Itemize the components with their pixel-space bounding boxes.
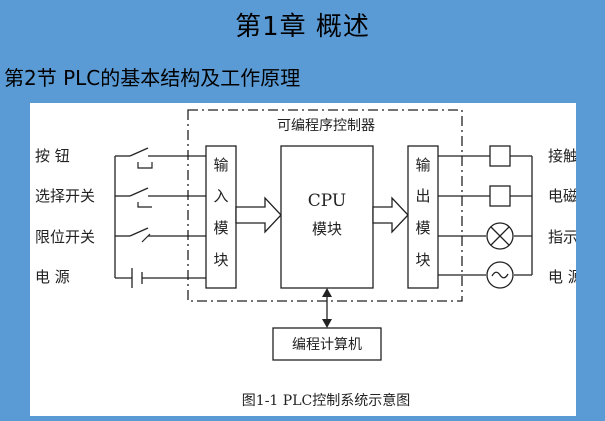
output-label-lamp: 指示灯 (548, 228, 576, 246)
plc-boundary (187, 109, 463, 302)
switch-markers (137, 162, 153, 243)
plc-label-bg (266, 115, 386, 135)
section-title: 第2节 PLC的基本结构及工作原理 (4, 66, 301, 90)
input-module-char-2: 入 (213, 187, 228, 205)
figure-caption: 图1-1 PLC控制系统示意图 (242, 392, 410, 409)
output-module-char-3: 模 (415, 219, 430, 237)
arrow-input-to-cpu (235, 196, 282, 234)
cpu-module-label: 模块 (312, 220, 342, 238)
programmer-box (272, 327, 382, 361)
output-label-contactor: 接触器 (548, 147, 576, 165)
output-label-solenoid: 电磁阀 (548, 187, 576, 205)
input-label-power: 电 源 (35, 268, 70, 286)
input-module-char-1: 输 (213, 156, 228, 174)
input-label-limit: 限位开关 (35, 228, 95, 246)
plc-control-diagram: 可编程序控制器 按 钮 选择开关 限位开关 电 源 (35, 109, 576, 409)
indicator-lamp-icon (486, 222, 514, 250)
output-module-box (407, 145, 439, 289)
solenoid-coil-icon (489, 185, 511, 207)
input-module-char-3: 模 (213, 219, 228, 237)
cpu-module-box (280, 145, 374, 289)
arrow-cpu-to-output (372, 196, 409, 234)
input-label-selector: 选择开关 (35, 187, 95, 205)
output-module-char-1: 输 (415, 156, 430, 174)
output-label-power: 电 源 (548, 268, 576, 286)
contactor-coil-icon (489, 145, 511, 167)
input-module-char-4: 块 (213, 251, 228, 269)
input-wiring (114, 147, 206, 288)
output-wiring (438, 155, 533, 276)
chapter-title: 第1章 概述 (235, 12, 370, 42)
plc-label: 可编程序控制器 (277, 118, 375, 134)
programmer-label: 编程计算机 (292, 337, 362, 353)
arrow-cpu-programmer (322, 288, 332, 328)
ac-source-icon (486, 261, 514, 289)
input-label-button: 按 钮 (35, 147, 70, 165)
cpu-label: CPU (308, 191, 346, 211)
output-module-char-4: 块 (415, 251, 430, 269)
diagram-panel: 可编程序控制器 按 钮 选择开关 限位开关 电 源 (30, 103, 576, 416)
output-module-char-2: 出 (415, 187, 430, 205)
